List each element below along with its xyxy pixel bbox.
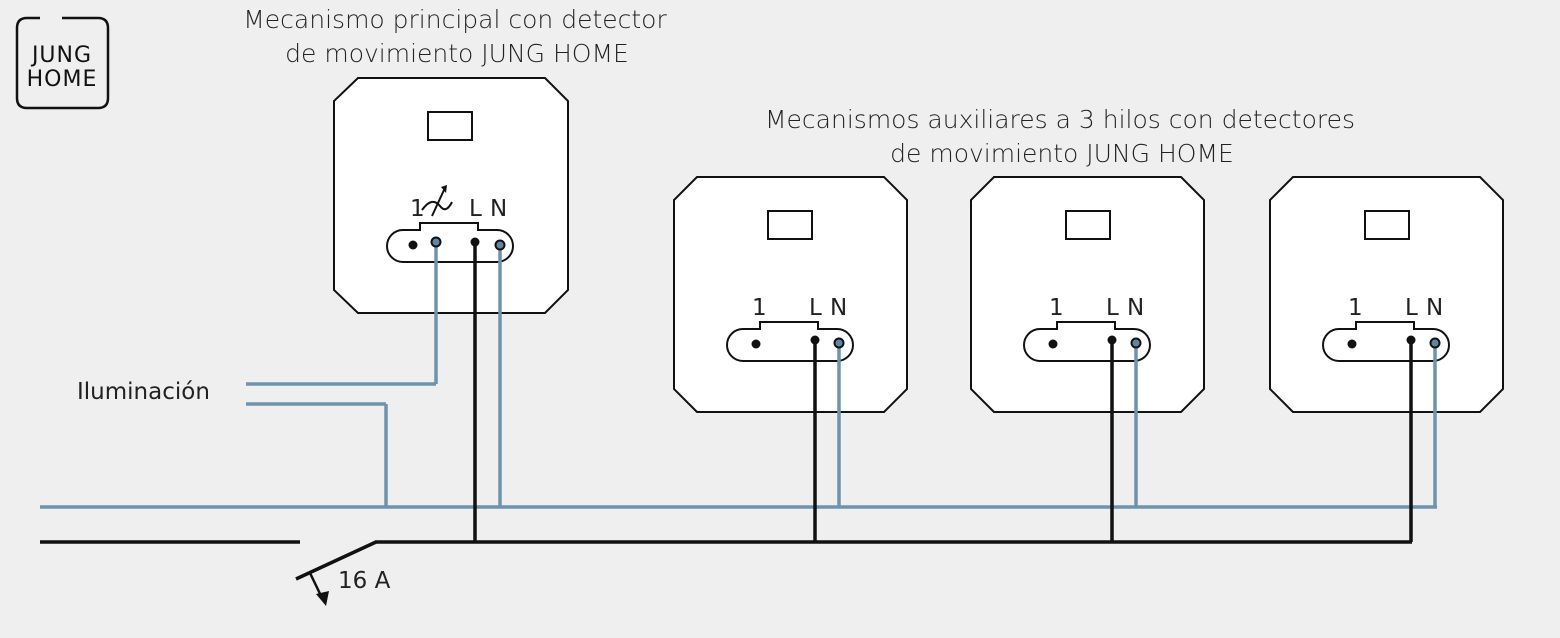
aux-1-terminal-n-dot [833,337,845,349]
aux-1-terminal-1-label: 1 [752,295,767,321]
arrow-symbol-icon [421,185,453,217]
aux-device-1-window [767,210,813,240]
aux-3-terminal-l-label: L [1405,295,1418,321]
main-terminal-n-dot [494,239,506,251]
aux-device-2-window [1065,210,1111,240]
aux-3-terminal-n-dot [1429,337,1441,349]
main-device-title-line-2: de movimiento JUNG HOME [285,39,629,68]
aux-2-terminal-1-label: 1 [1049,295,1064,321]
aux-1-terminal-n-label: N [830,295,847,321]
logo-line-1: JUNG [30,43,92,68]
logo-line-2: HOME [27,67,98,92]
jung-home-logo: JUNG HOME [15,16,110,110]
breaker-label: 16 A [338,568,391,594]
aux-3-terminal-1-label: 1 [1348,295,1363,321]
aux-2-terminal-1-dot [1048,339,1058,349]
main-device: 1 L N [333,77,569,314]
aux-3-terminal-1-dot [1347,339,1357,349]
main-terminal-l-dot [470,237,480,247]
aux-3-terminal-l-dot [1406,335,1416,345]
aux-2-terminal-l-label: L [1106,295,1119,321]
aux-1-terminal-l-label: L [809,295,822,321]
load-label: Iluminación [77,379,210,405]
aux-1-terminal-1-dot [751,339,761,349]
aux-devices-title-line-1: Mecanismos auxiliares a 3 hilos con dete… [765,105,1355,134]
aux-1-terminal-l-dot [810,335,820,345]
circuit-breaker-icon [295,540,377,606]
aux-2-terminal-n-label: N [1127,295,1144,321]
aux-device-1: 1 L N [673,176,908,413]
main-device-window [427,111,473,141]
aux-3-terminal-n-label: N [1426,295,1443,321]
main-terminal-1-label: 1 [410,196,425,222]
aux-device-2: 1 L N [970,176,1205,413]
main-device-title-line-1: Mecanismo principal con detector [243,5,667,34]
main-terminal-load-dot [430,236,442,248]
main-terminal-n-label: N [490,196,507,222]
aux-2-terminal-n-dot [1130,337,1142,349]
main-terminal-1-dot [408,240,418,250]
main-terminal-l-label: L [469,196,482,222]
aux-devices-title-line-2: de movimiento JUNG HOME [890,139,1234,168]
aux-device-3: 1 L N [1269,176,1504,413]
aux-2-terminal-l-dot [1107,335,1117,345]
aux-device-3-window [1364,210,1410,240]
